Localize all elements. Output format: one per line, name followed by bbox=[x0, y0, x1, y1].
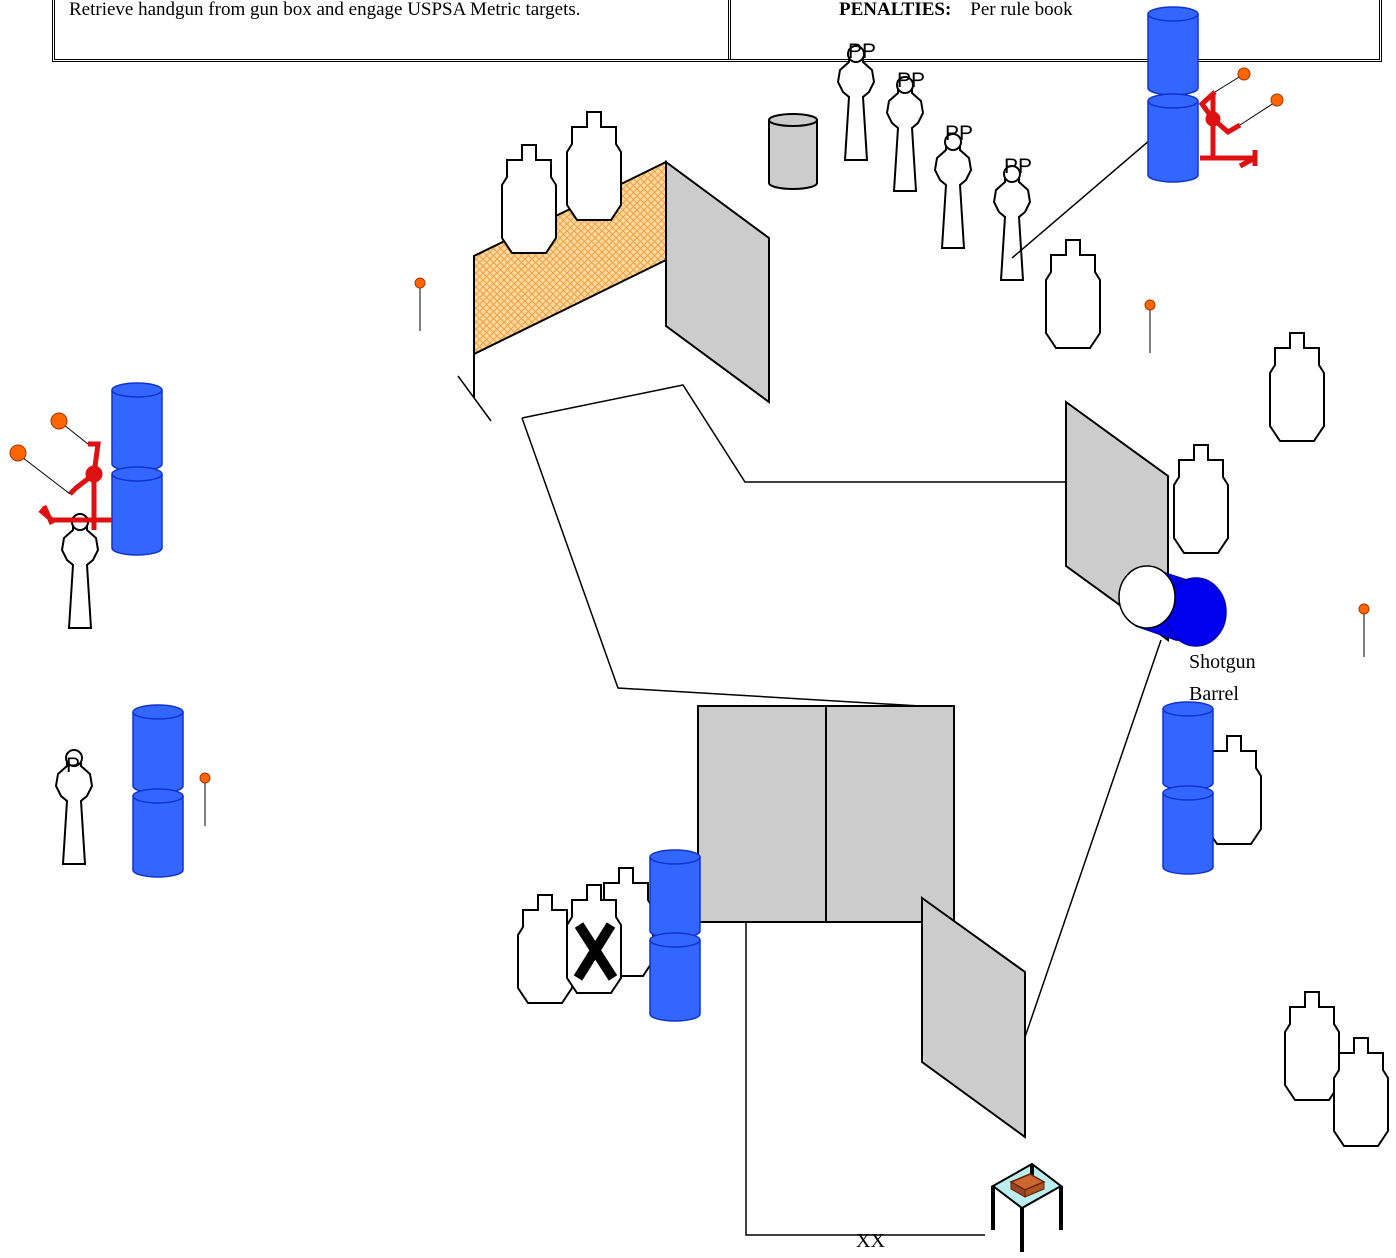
metric-target bbox=[1045, 239, 1101, 349]
pepper-popper bbox=[993, 165, 1031, 281]
gray-barrel bbox=[768, 113, 818, 190]
metric-target bbox=[1173, 444, 1229, 554]
blue-barrel bbox=[132, 788, 184, 878]
metric-target bbox=[1333, 1037, 1389, 1147]
popper-label: PP bbox=[897, 69, 925, 92]
pepper-popper bbox=[934, 133, 972, 249]
popper-label: P bbox=[66, 754, 80, 777]
blue-barrel bbox=[1147, 93, 1199, 183]
header-divider bbox=[728, 0, 731, 59]
gun-box-table bbox=[991, 1162, 1063, 1252]
popper-label: PP bbox=[945, 122, 973, 145]
start-position-label: XX bbox=[856, 1230, 885, 1252]
blue-barrel bbox=[111, 466, 163, 556]
penalties-value: Per rule book bbox=[970, 0, 1073, 20]
metric-target bbox=[1284, 991, 1340, 1101]
swinger-target bbox=[9, 412, 112, 530]
stage-info-box: Retrieve handgun from gun box and engage… bbox=[52, 0, 1382, 62]
metric-target bbox=[1206, 735, 1262, 845]
bottom-wall bbox=[921, 896, 1026, 1139]
shotgun-barrel-prop bbox=[1118, 565, 1227, 647]
steel-plate bbox=[1144, 299, 1156, 354]
swinger-target bbox=[1198, 67, 1284, 169]
steel-plate bbox=[199, 772, 211, 827]
pepper-popper bbox=[61, 513, 99, 629]
metric-target bbox=[517, 894, 573, 1004]
shotgun-label: Shotgun bbox=[1189, 651, 1256, 673]
no-shoot-target bbox=[566, 884, 622, 994]
center-wall-left bbox=[697, 705, 827, 923]
steel-plate bbox=[1358, 603, 1370, 658]
blue-barrel bbox=[1162, 785, 1214, 875]
stage-description: Retrieve handgun from gun box and engage… bbox=[69, 0, 581, 20]
metric-target bbox=[1269, 332, 1325, 442]
top-wall bbox=[665, 160, 770, 404]
shooting-area-boundary bbox=[521, 384, 1162, 1236]
popper-label: PP bbox=[1004, 155, 1032, 178]
blue-barrel bbox=[1162, 701, 1214, 791]
steel-plate bbox=[414, 277, 426, 332]
pepper-popper bbox=[837, 45, 875, 161]
fault-line bbox=[457, 375, 492, 422]
blue-barrel bbox=[649, 932, 701, 1022]
activation-line bbox=[1011, 139, 1151, 259]
center-wall-right bbox=[825, 705, 955, 923]
popper-label: PP bbox=[848, 40, 876, 63]
blue-barrel bbox=[111, 382, 163, 472]
metric-target bbox=[566, 111, 622, 221]
metric-target bbox=[501, 144, 557, 254]
pepper-popper bbox=[886, 76, 924, 192]
barrel-label: Barrel bbox=[1189, 683, 1239, 705]
blue-barrel bbox=[1147, 6, 1199, 96]
penalties-label: PENALTIES: bbox=[839, 0, 952, 20]
penalties-line: PENALTIES: Per rule book bbox=[839, 0, 1073, 24]
blue-barrel bbox=[649, 849, 701, 939]
blue-barrel bbox=[132, 704, 184, 794]
